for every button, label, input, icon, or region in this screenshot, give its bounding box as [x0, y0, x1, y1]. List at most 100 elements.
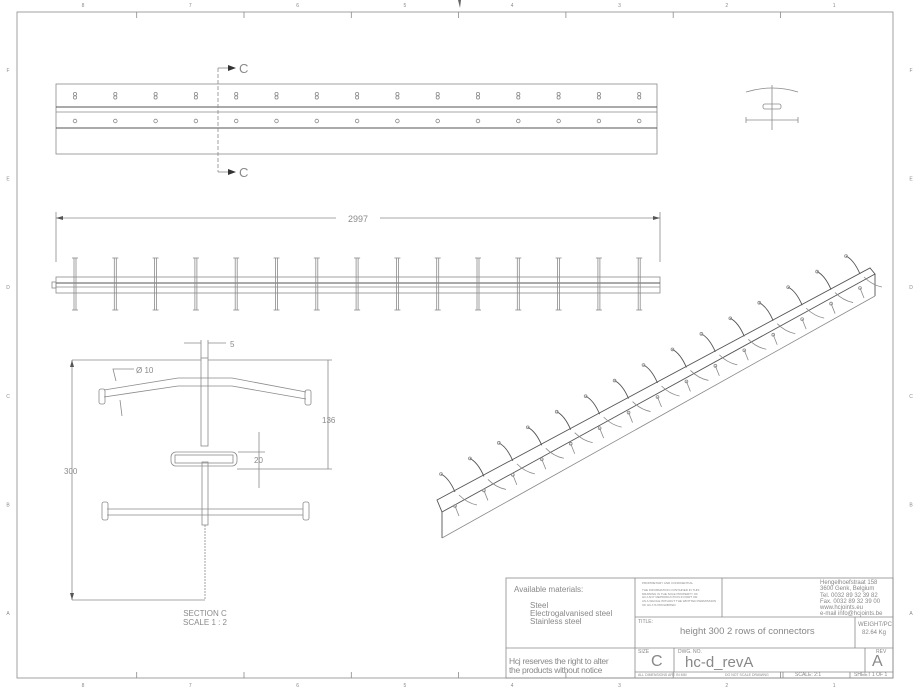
connector-top: [193, 95, 198, 100]
row-label: E: [909, 177, 913, 183]
material-stainless: Stainless steel: [530, 617, 582, 626]
connector-top: [516, 92, 521, 97]
row-label: A: [909, 611, 913, 617]
iso-hook-upper: [498, 442, 514, 462]
iso-hook-upper: [805, 307, 825, 319]
upper-height-dimension: 136: [322, 416, 336, 425]
iso-hook-upper: [545, 448, 564, 459]
materials-heading: Available materials:: [514, 585, 584, 594]
iso-hook-end: [858, 286, 862, 290]
revision: A: [872, 653, 883, 670]
end-view: [745, 85, 799, 130]
iso-hook-end: [728, 316, 733, 321]
connector-top: [596, 95, 601, 100]
column-label: 1: [833, 3, 836, 9]
dwg-no-label: DWG. NO.: [678, 649, 702, 655]
iso-hook-upper: [672, 349, 687, 368]
drawing-number: hc-d_revA: [685, 654, 754, 671]
size-label: SIZE: [638, 649, 650, 655]
column-label: 3: [618, 683, 621, 689]
connector-top: [435, 92, 440, 97]
iso-hook-end: [699, 332, 704, 336]
iso-hook-upper: [701, 333, 716, 353]
connector-top: [475, 92, 480, 97]
connector-top: [637, 92, 642, 97]
overall-length-dimension: 2997: [348, 214, 368, 224]
iso-hook-upper: [661, 385, 680, 397]
iso-hook-end: [439, 472, 443, 476]
column-label: 4: [511, 683, 514, 689]
rev-label: REV: [876, 649, 887, 655]
connector-bottom: [314, 118, 319, 124]
iso-hook-end: [583, 394, 588, 398]
column-label: 5: [404, 3, 407, 9]
connector-top: [556, 92, 561, 97]
iso-hook-upper: [614, 380, 629, 399]
column-label: 7: [189, 683, 192, 689]
iso-hook-upper: [469, 458, 485, 477]
connector-bottom: [637, 118, 642, 124]
hook: [72, 257, 78, 311]
iso-hook-upper: [787, 286, 803, 306]
connector-top: [113, 92, 118, 97]
iso-hook-end: [612, 378, 617, 383]
iso-hook-upper: [458, 494, 478, 506]
section-caption: SECTION C: [183, 609, 227, 618]
connector-bottom: [395, 118, 400, 124]
connector-top: [73, 92, 78, 97]
center-mark: [458, 0, 461, 8]
section-line-c: C C: [217, 61, 248, 180]
hook: [515, 257, 522, 311]
iso-hook-end: [713, 364, 718, 368]
connector-bottom: [435, 118, 440, 124]
sheet-number: SHEET 1 OF 1: [854, 672, 888, 678]
iso-hook-upper: [690, 370, 709, 381]
iso-hook-upper: [719, 354, 738, 366]
plate-thickness-dimension: 5: [230, 340, 235, 349]
row-label: C: [6, 394, 10, 400]
connector-top: [153, 95, 158, 100]
hook: [595, 257, 602, 311]
iso-hook-end: [786, 285, 790, 289]
iso-hook-end: [554, 409, 559, 414]
connector-bottom: [516, 118, 521, 124]
iso-hook-upper: [487, 479, 507, 490]
rod-diameter-dimension: Ø 10: [136, 366, 154, 375]
iso-hook-upper: [863, 276, 883, 288]
connector-top: [395, 92, 400, 97]
iso-hook-upper: [585, 395, 601, 415]
iso-hook-end: [742, 348, 747, 353]
isometric-view: [436, 254, 883, 539]
dimensions-note: ALL DIMENSIONS ARE IN MM: [638, 673, 687, 677]
connector-top: [113, 95, 118, 100]
company-address: Hengelhoefstraat 158 3600 Genk, Belgium …: [820, 580, 883, 618]
weight-value: 82.64 Kg: [862, 630, 887, 636]
connector-top: [234, 95, 239, 100]
hook: [475, 257, 481, 311]
no-scale-note: DO NOT SCALE DRAWING: [725, 673, 769, 677]
iso-hook-end: [497, 441, 501, 445]
connector-top: [314, 92, 319, 97]
iso-hook-end: [468, 456, 472, 461]
connector-top: [73, 95, 78, 100]
connector-top: [516, 95, 521, 100]
front-view: 2997: [51, 212, 661, 311]
iso-hook-end: [684, 379, 689, 384]
iso-hook-end: [626, 410, 631, 415]
iso-hook-end: [597, 426, 602, 430]
iso-hook-end: [568, 441, 573, 446]
hook: [152, 257, 159, 311]
connector-top: [435, 95, 440, 100]
iso-hook-upper: [574, 432, 593, 444]
hook: [192, 257, 199, 311]
material-electrogalvanised: Electrogalvanised steel: [530, 609, 613, 618]
connector-bottom: [113, 118, 118, 124]
section-view: 5 Ø 10 136 20 300 SECTION C SCALE 1 : 2: [64, 340, 336, 627]
row-label: F: [6, 68, 9, 74]
iso-hook-end: [655, 395, 660, 399]
row-label: D: [6, 285, 10, 291]
column-label: 7: [189, 3, 192, 9]
connector-top: [153, 92, 158, 97]
connector-top: [355, 95, 360, 100]
